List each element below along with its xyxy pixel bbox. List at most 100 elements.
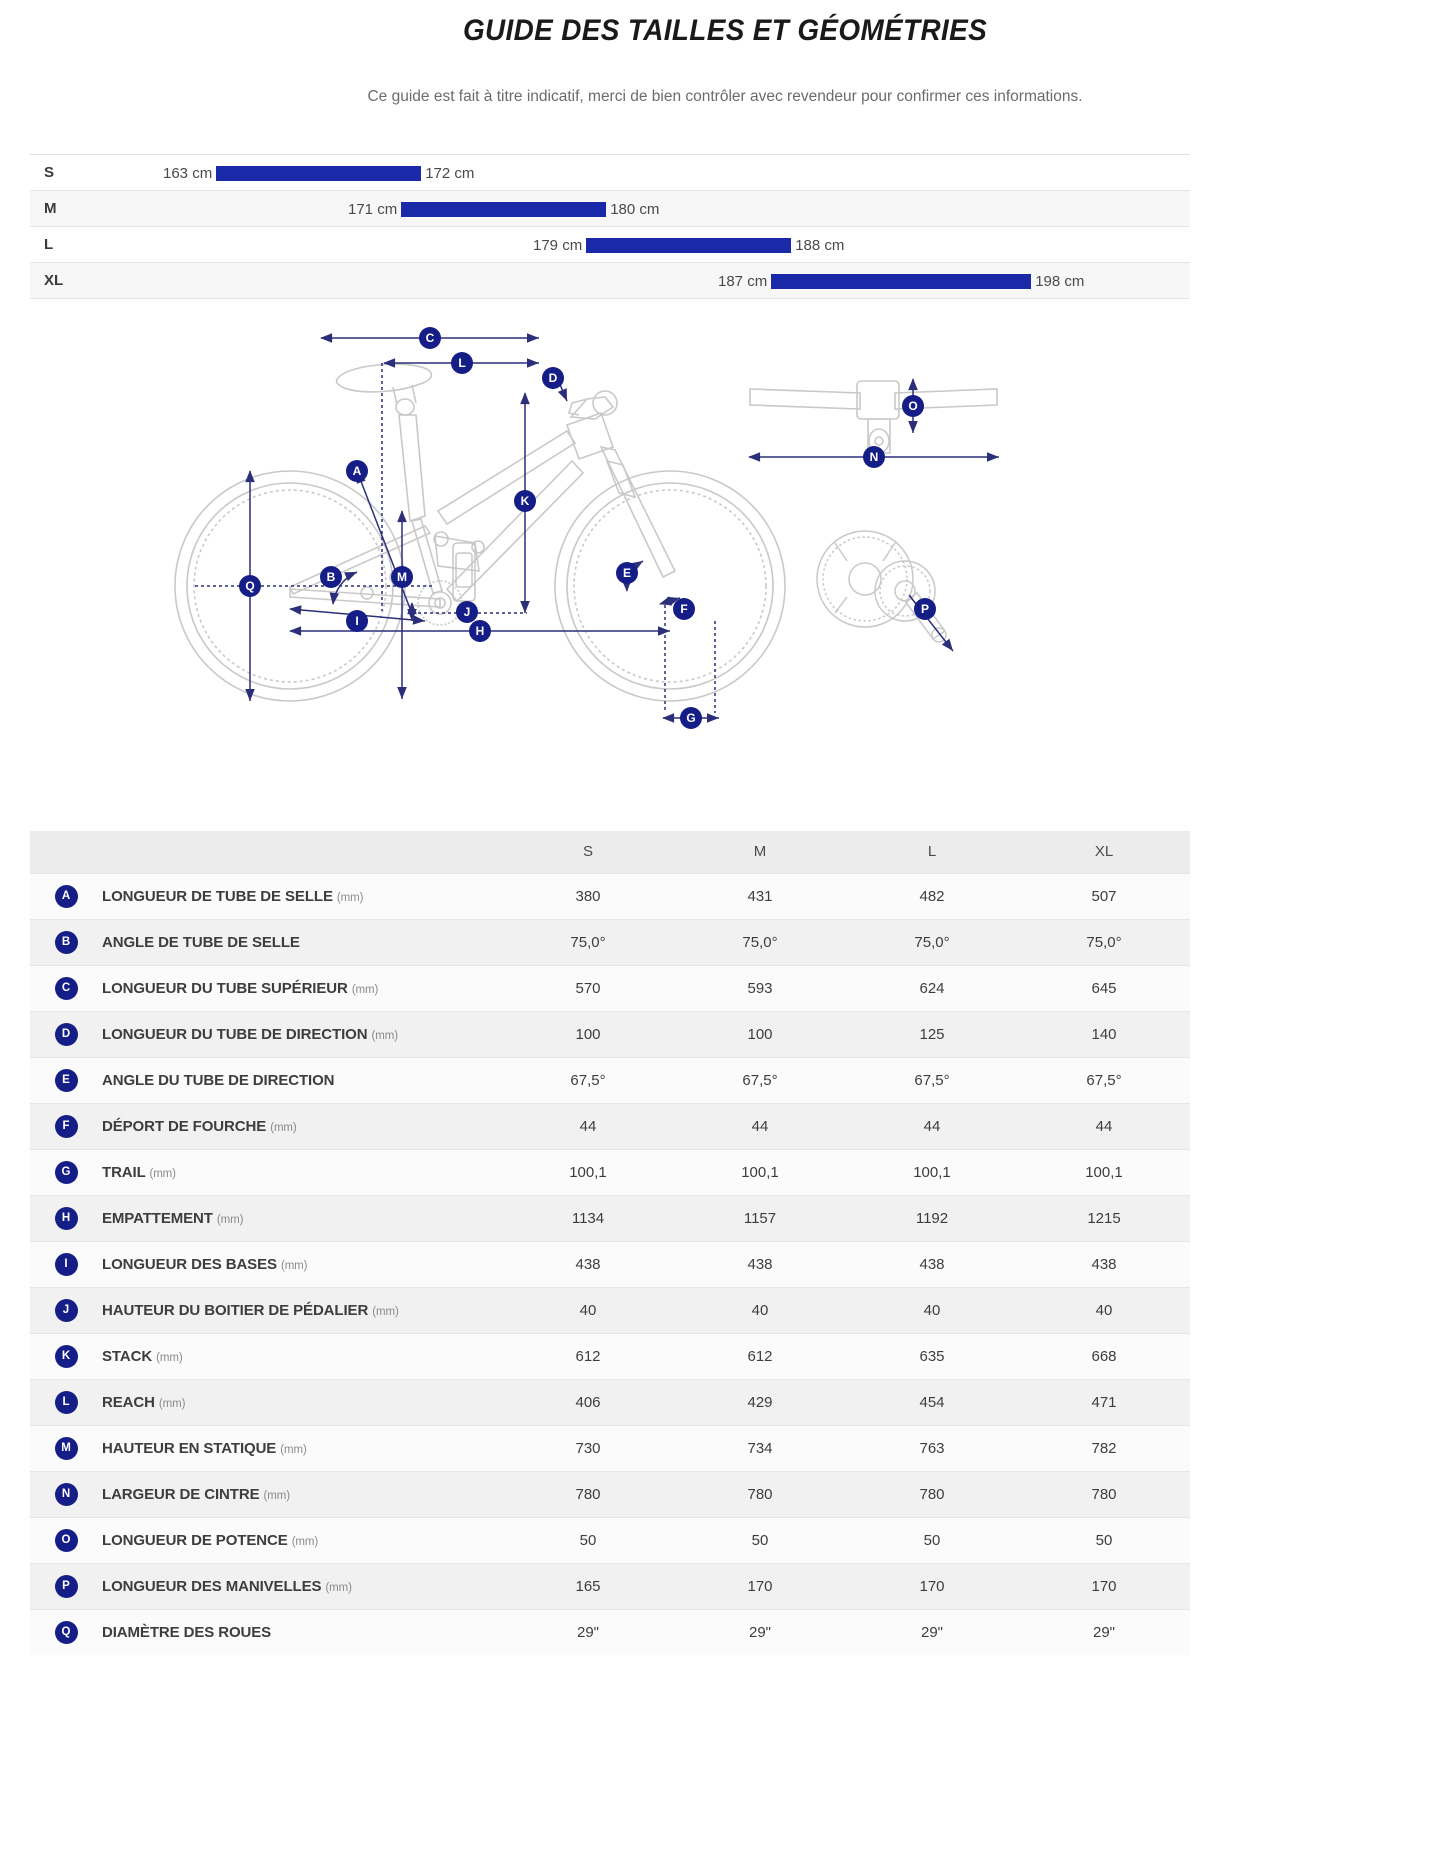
row-value-xl: 782 xyxy=(1018,1424,1190,1471)
row-badge-b-icon: B xyxy=(54,930,78,954)
diagram-marker-a-icon: A xyxy=(346,460,368,482)
row-value-l: 780 xyxy=(846,1470,1018,1517)
row-label-cell: LARGEUR DE CINTRE (mm) xyxy=(102,1470,502,1517)
row-value-l: 763 xyxy=(846,1424,1018,1471)
header-size-xl: XL xyxy=(1018,831,1190,873)
row-value-xl: 44 xyxy=(1018,1102,1190,1149)
diagram-marker-n-icon: N xyxy=(863,446,885,468)
diagram-marker-b-icon: B xyxy=(320,566,342,588)
row-badge-cell: A xyxy=(30,872,102,919)
row-unit: (mm) xyxy=(158,1397,186,1410)
row-value-s: 29" xyxy=(502,1608,674,1655)
bike-outline-group xyxy=(174,363,786,702)
svg-text:J: J xyxy=(464,605,471,619)
row-value-m: 67,5° xyxy=(674,1056,846,1103)
row-label-cell: STACK (mm) xyxy=(102,1332,502,1379)
row-value-s: 438 xyxy=(502,1240,674,1287)
row-value-xl: 67,5° xyxy=(1018,1056,1190,1103)
row-badge-e-icon: E xyxy=(54,1068,78,1092)
size-range-min: 171 cm xyxy=(348,200,398,218)
page-header: GUIDE DES TAILLES ET GÉOMÉTRIES Ce guide… xyxy=(0,0,1450,106)
row-badge-cell: H xyxy=(30,1194,102,1241)
row-badge-k-icon: K xyxy=(54,1344,78,1368)
row-badge-cell: E xyxy=(30,1056,102,1103)
svg-text:B: B xyxy=(327,570,336,584)
header-size-l: L xyxy=(846,831,1018,873)
row-badge-cell: P xyxy=(30,1562,102,1609)
row-badge-cell: M xyxy=(30,1424,102,1471)
row-value-m: 29" xyxy=(674,1608,846,1655)
row-value-m: 40 xyxy=(674,1286,846,1333)
row-value-s: 44 xyxy=(502,1102,674,1149)
row-label-cell: LONGUEUR DE POTENCE (mm) xyxy=(102,1516,502,1563)
svg-text:N: N xyxy=(870,450,879,464)
row-badge-cell: G xyxy=(30,1148,102,1195)
row-value-m: 429 xyxy=(674,1378,846,1425)
row-badge-c-icon: C xyxy=(54,976,78,1000)
header-size-s: S xyxy=(502,831,674,873)
diagram-marker-f-icon: F xyxy=(673,598,695,620)
diagram-marker-l-icon: L xyxy=(451,352,473,374)
row-value-m: 438 xyxy=(674,1240,846,1287)
header-label-spacer xyxy=(102,831,502,873)
diagram-marker-p-icon: P xyxy=(914,598,936,620)
row-label-cell: REACH (mm) xyxy=(102,1378,502,1425)
row-badge-g-icon: G xyxy=(54,1160,78,1184)
row-value-l: 125 xyxy=(846,1010,1018,1057)
row-value-s: 75,0° xyxy=(502,918,674,965)
row-value-s: 1134 xyxy=(502,1194,674,1241)
diagram-marker-c-icon: C xyxy=(419,327,441,349)
row-value-m: 100 xyxy=(674,1010,846,1057)
row-label-cell: LONGUEUR DU TUBE DE DIRECTION (mm) xyxy=(102,1010,502,1057)
svg-text:H: H xyxy=(476,624,485,638)
row-value-xl: 170 xyxy=(1018,1562,1190,1609)
crankset-view-group xyxy=(816,530,947,643)
size-row-label: XL xyxy=(44,272,64,289)
size-range-bar xyxy=(401,201,607,217)
row-badge-cell: L xyxy=(30,1378,102,1425)
row-value-l: 454 xyxy=(846,1378,1018,1425)
size-range-max: 188 cm xyxy=(795,236,845,254)
row-badge-i-icon: I xyxy=(54,1252,78,1276)
row-value-xl: 471 xyxy=(1018,1378,1190,1425)
diagram-marker-q-icon: Q xyxy=(239,575,261,597)
row-unit: (mm) xyxy=(336,891,364,904)
row-value-s: 40 xyxy=(502,1286,674,1333)
row-badge-cell: F xyxy=(30,1102,102,1149)
row-badge-m-icon: M xyxy=(54,1436,78,1460)
row-value-xl: 29" xyxy=(1018,1608,1190,1655)
size-range-max: 172 cm xyxy=(425,164,475,182)
row-badge-h-icon: H xyxy=(54,1206,78,1230)
row-value-s: 380 xyxy=(502,872,674,919)
row-value-l: 67,5° xyxy=(846,1056,1018,1103)
row-value-l: 75,0° xyxy=(846,918,1018,965)
row-badge-l-icon: L xyxy=(54,1390,78,1414)
svg-text:I: I xyxy=(355,614,358,628)
row-badge-d-icon: D xyxy=(54,1022,78,1046)
header-size-m: M xyxy=(674,831,846,873)
row-badge-cell: N xyxy=(30,1470,102,1517)
row-value-xl: 668 xyxy=(1018,1332,1190,1379)
size-range-min: 179 cm xyxy=(533,236,583,254)
row-value-xl: 140 xyxy=(1018,1010,1190,1057)
size-row-label: S xyxy=(44,164,55,181)
svg-text:L: L xyxy=(458,356,465,370)
row-value-l: 438 xyxy=(846,1240,1018,1287)
row-value-m: 75,0° xyxy=(674,918,846,965)
row-badge-o-icon: O xyxy=(54,1528,78,1552)
svg-text:A: A xyxy=(353,464,362,478)
row-unit: (mm) xyxy=(270,1121,297,1134)
row-badge-cell: J xyxy=(30,1286,102,1333)
row-label-cell: HAUTEUR EN STATIQUE (mm) xyxy=(102,1424,502,1471)
size-range-max: 180 cm xyxy=(610,200,660,218)
size-range-bar xyxy=(586,237,792,253)
svg-text:Q: Q xyxy=(245,579,254,593)
page-title: GUIDE DES TAILLES ET GÉOMÉTRIES xyxy=(462,14,988,47)
row-badge-cell: I xyxy=(30,1240,102,1287)
